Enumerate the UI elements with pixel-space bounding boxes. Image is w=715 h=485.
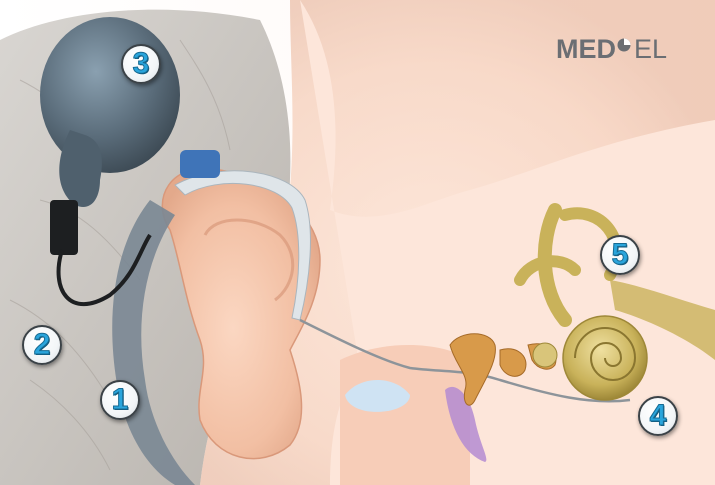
- marker-number: 3: [133, 49, 150, 79]
- marker-number: 1: [112, 385, 129, 415]
- marker-3-audio-processor: 3: [121, 44, 161, 84]
- marker-number: 2: [34, 330, 51, 360]
- marker-1-implant-coil: 1: [100, 380, 140, 420]
- marker-number: 5: [612, 240, 629, 270]
- marker-2-processor-cable: 2: [22, 325, 62, 365]
- logo-primary-text: MED: [556, 36, 616, 63]
- logo-mark-icon: [616, 37, 632, 53]
- med-el-logo: MED EL: [556, 33, 696, 73]
- logo-secondary-text: EL: [634, 36, 667, 63]
- marker-5-inner-ear: 5: [600, 235, 640, 275]
- marker-number: 4: [650, 401, 667, 431]
- marker-4-electrode-array: 4: [638, 396, 678, 436]
